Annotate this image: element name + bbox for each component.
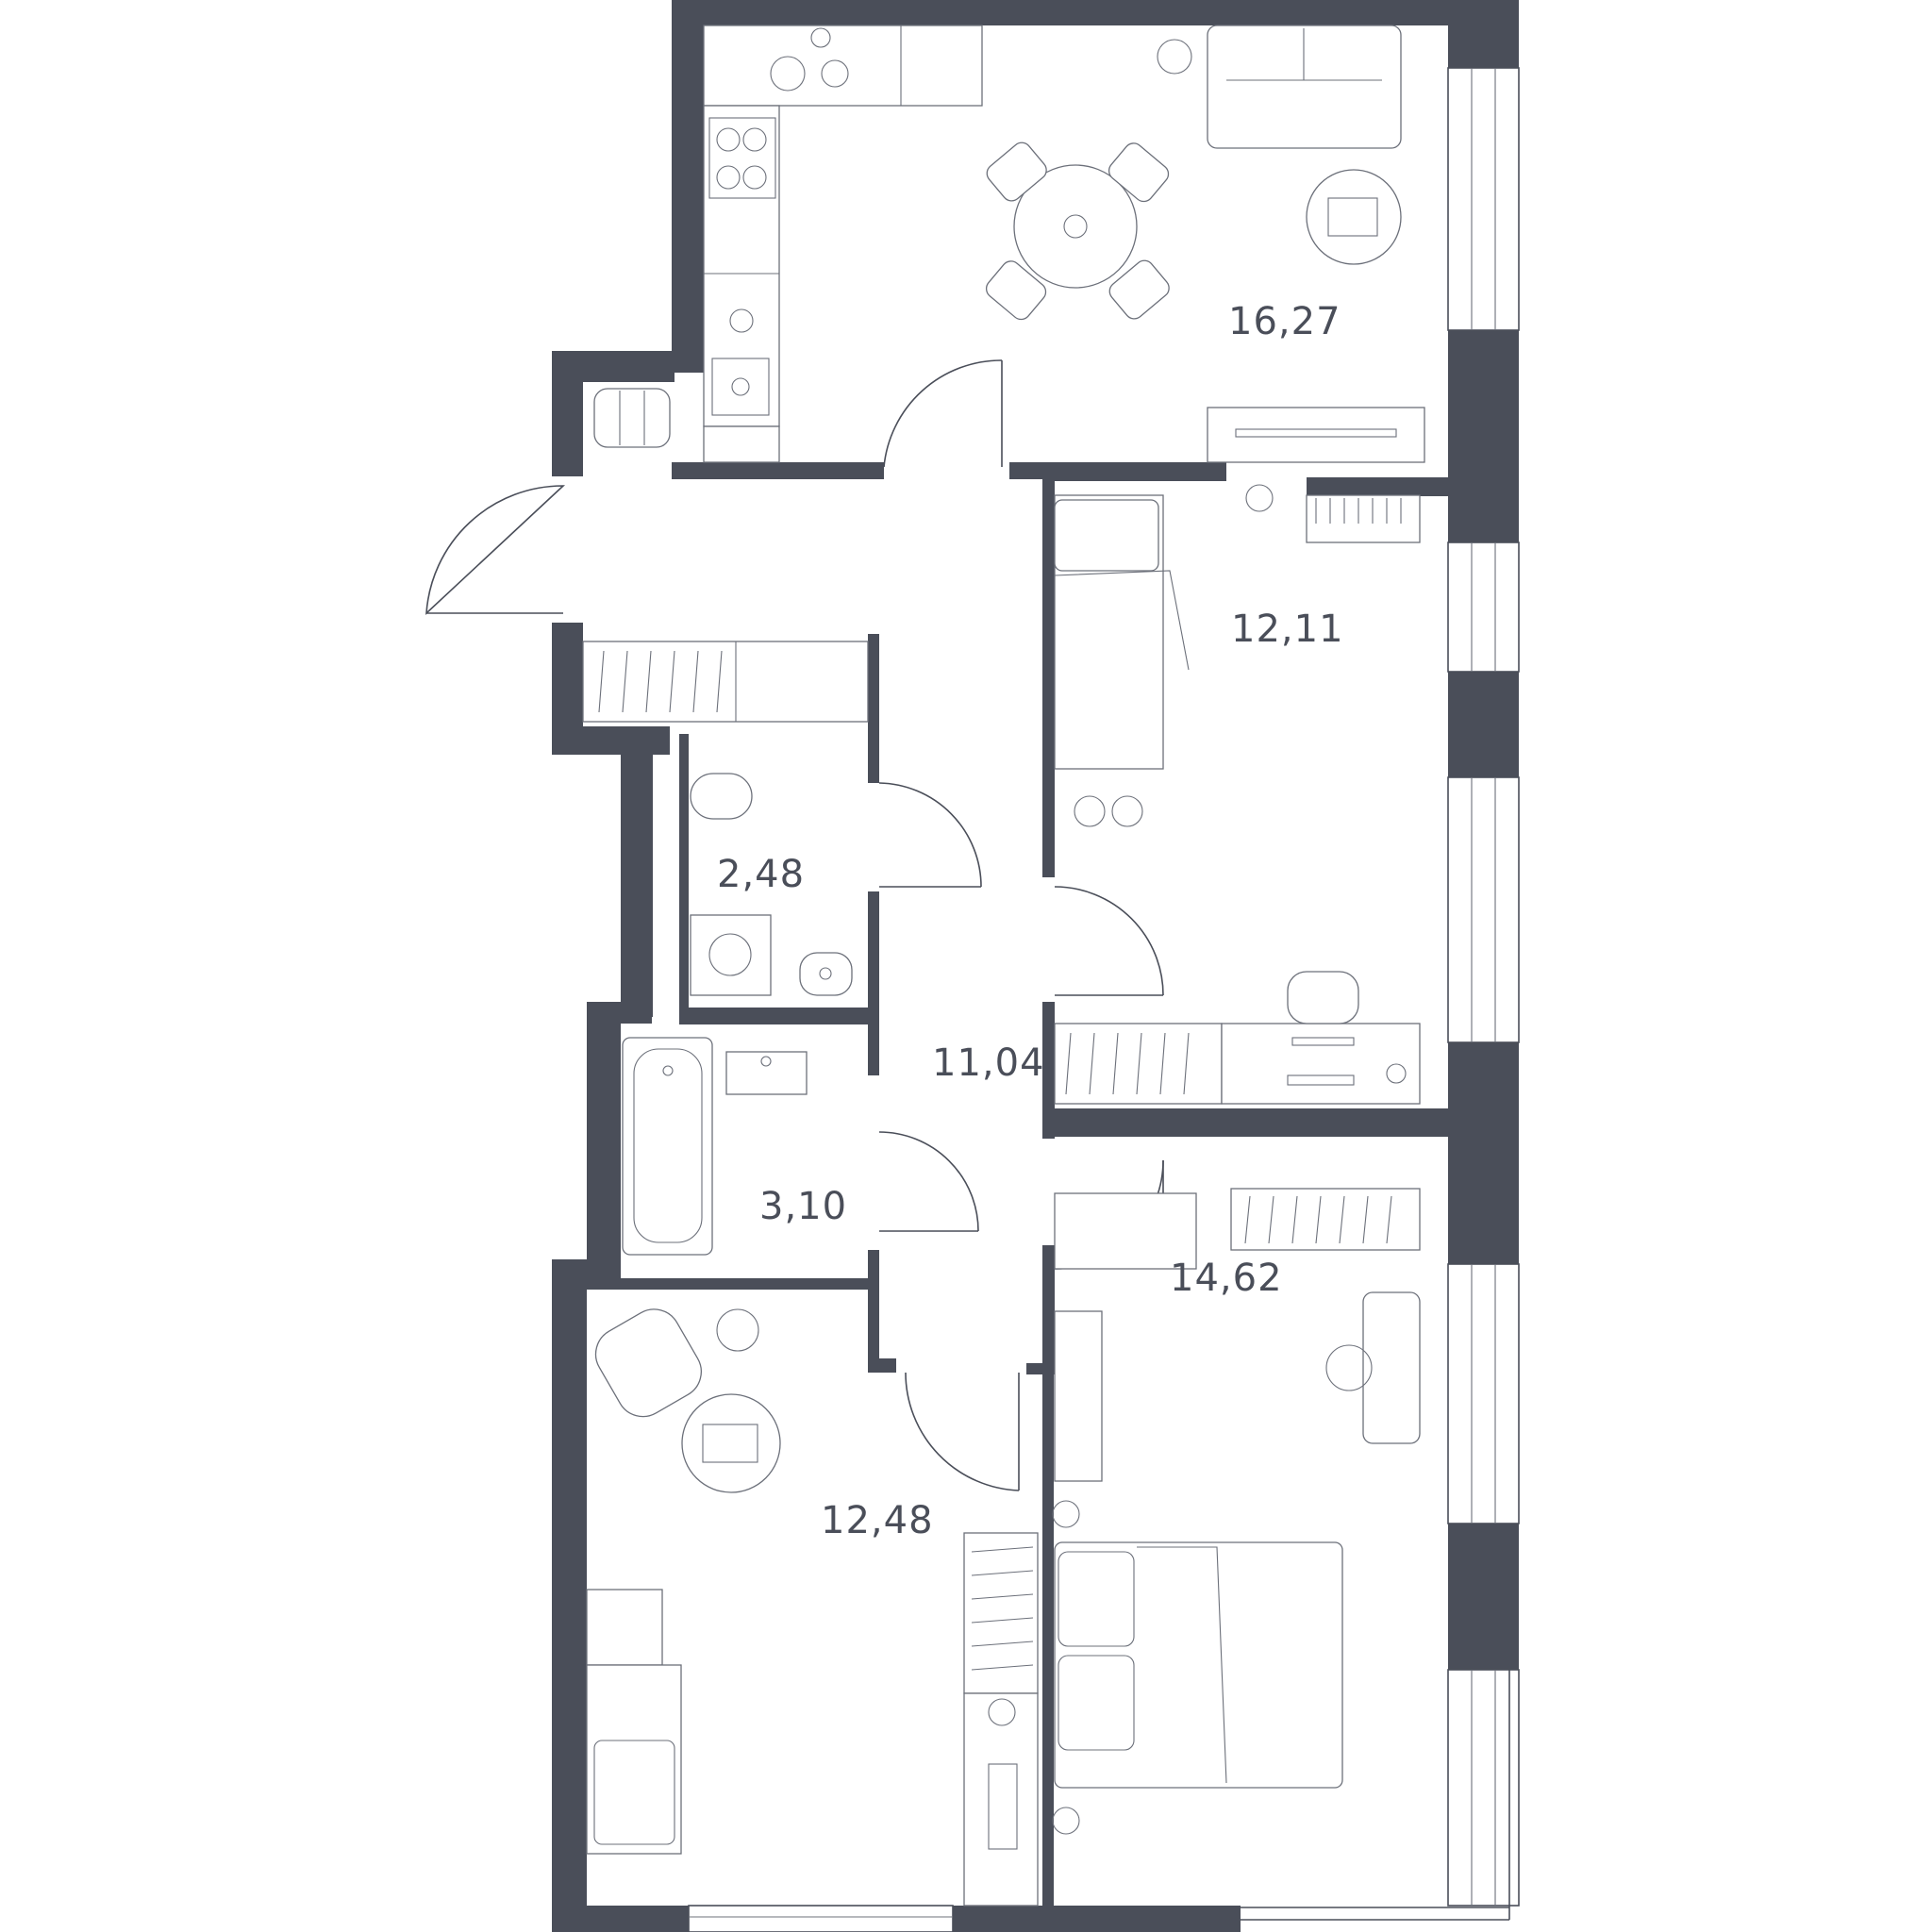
walls — [552, 0, 1519, 1932]
area-bathroom: 3,10 — [759, 1185, 847, 1228]
furniture — [582, 25, 1425, 1907]
area-bedroom-office: 12,48 — [821, 1499, 934, 1542]
area-wc: 2,48 — [717, 853, 805, 896]
area-hallway: 11,04 — [932, 1041, 1045, 1085]
area-bedroom-child: 12,11 — [1231, 608, 1344, 651]
windows — [688, 67, 1520, 1932]
area-bedroom-master: 14,62 — [1170, 1257, 1283, 1300]
doors — [425, 359, 1164, 1491]
area-kitchen-living: 16,27 — [1228, 300, 1341, 343]
